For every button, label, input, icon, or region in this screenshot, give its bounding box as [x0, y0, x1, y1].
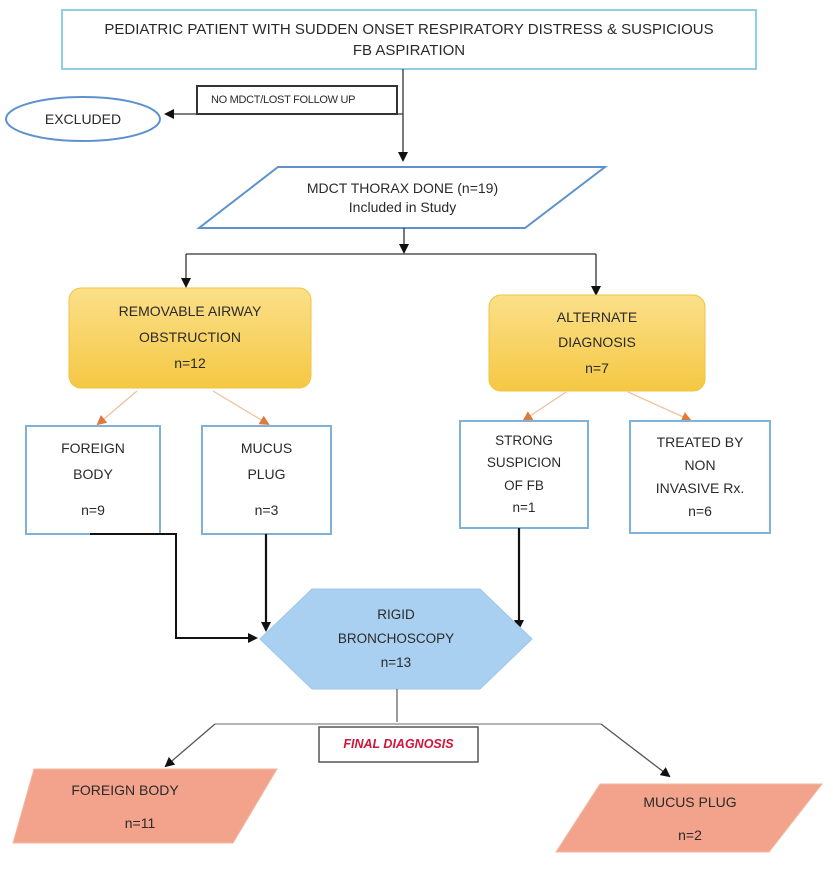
- excluded-ellipse: [5, 96, 161, 142]
- arrow-to-mucus-plug: [212, 390, 270, 426]
- final-foreign-body-parallelogram: [12, 768, 278, 844]
- treated-noninvasive-box: [629, 420, 771, 534]
- start-line-1: PEDIATRIC PATIENT WITH SUDDEN ONSET RESP…: [104, 21, 714, 39]
- start-line-2: FB ASPIRATION: [352, 41, 466, 59]
- final-diagnosis-label: FINAL DIAGNOSIS: [343, 737, 454, 752]
- final-foreign-body-count: n=11: [124, 815, 156, 831]
- arrow-to-foreign-body: [96, 390, 138, 426]
- mdct-label: MDCT THORAX DONE (n=19) Included in Stud…: [240, 169, 565, 227]
- excluded-label: EXCLUDED: [44, 110, 122, 127]
- exclusion-reason-box: [196, 85, 398, 115]
- bronchoscopy-count: n=13: [380, 655, 412, 671]
- foreign-body-label: FOREIGN BODY n=9: [26, 428, 160, 532]
- treated-count: n=6: [688, 503, 712, 520]
- bronchoscopy-hexagon: [259, 588, 533, 690]
- mucus-plug-label: MUCUS PLUG n=3: [202, 428, 331, 532]
- final-mucus-plug-count: n=2: [678, 827, 702, 843]
- final-foreign-body-label: FOREIGN BODY n=11: [71, 782, 179, 831]
- removable-obstruction-label: REMOVABLE AIRWAY OBSTRUCTION n=12: [69, 290, 311, 386]
- strong-suspicion-box: [459, 420, 589, 529]
- connector-foreign-body-to-bronchoscopy: [90, 533, 258, 643]
- mdct-parallelogram: [196, 166, 608, 229]
- exclusion-reason-label: NO MDCT/LOST FOLLOW UP: [211, 93, 356, 106]
- alternate-diagnosis-box: [488, 294, 706, 392]
- foreign-body-count: n=9: [81, 501, 105, 518]
- mdct-line-2: Included in Study: [348, 199, 457, 215]
- alternate-diagnosis-label: ALTERNATE DIAGNOSIS n=7: [489, 297, 705, 389]
- arrow-to-final-foreign-body: [164, 723, 216, 768]
- bronchoscopy-label: RIGID BRONCHOSCOPY n=13: [290, 591, 502, 687]
- final-mucus-plug-label: MUCUS PLUG n=2: [643, 794, 737, 843]
- final-mucus-plug-parallelogram: [555, 783, 824, 853]
- alternate-count: n=7: [585, 359, 609, 376]
- strong-suspicion-count: n=1: [512, 499, 536, 515]
- removable-obstruction-box: [68, 287, 312, 389]
- start-label: PEDIATRIC PATIENT WITH SUDDEN ONSET RESP…: [62, 12, 756, 69]
- arrow-to-strong-suspicion: [522, 391, 567, 422]
- treated-noninvasive-label: TREATED BY NON INVASIVE Rx. n=6: [630, 423, 770, 531]
- mucus-plug-count: n=3: [254, 501, 279, 518]
- arrow-to-treated: [627, 391, 692, 422]
- strong-suspicion-label: STRONG SUSPICION OF FB n=1: [460, 423, 588, 526]
- start-box: [61, 9, 757, 70]
- mdct-line-1: MDCT THORAX DONE (n=19): [306, 180, 499, 197]
- final-diagnosis-box: [318, 726, 479, 763]
- arrow-to-final-mucus-plug: [600, 723, 671, 778]
- removable-count: n=12: [174, 354, 206, 371]
- foreign-body-box: [25, 425, 161, 535]
